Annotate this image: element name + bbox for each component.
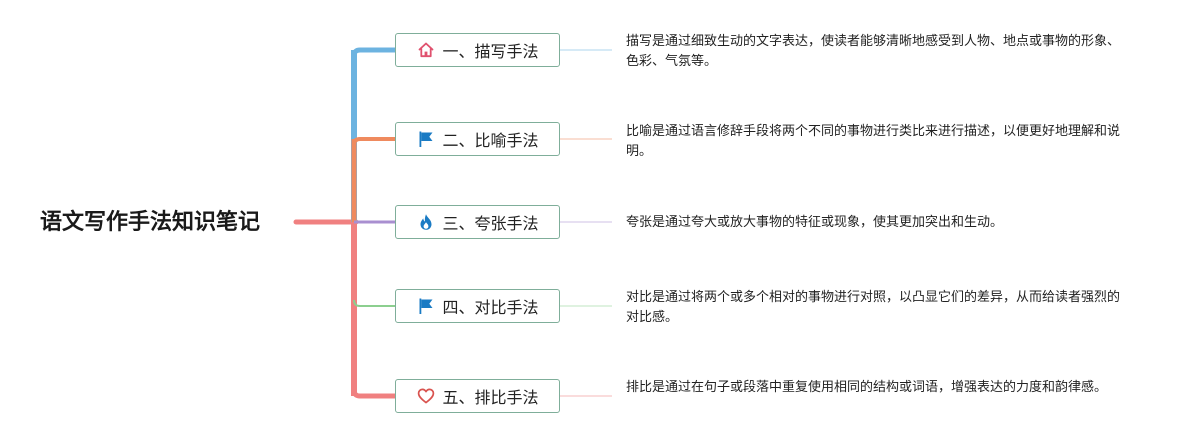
topic-metaphor[interactable]: 二、比喻手法: [395, 122, 560, 156]
branch-line-metaphor: [352, 137, 395, 146]
topic-label: 二、比喻手法: [442, 131, 539, 150]
topic-label: 三、夸张手法: [442, 214, 539, 233]
topic-parallelism[interactable]: 五、排比手法: [395, 379, 560, 413]
branch-line-parallelism: [351, 389, 395, 399]
note-description: 描写是通过细致生动的文字表达，使读者能够清晰地感受到人物、地点或事物的形象、色彩…: [626, 34, 1121, 69]
central-topic[interactable]: 语文写作手法知识笔记: [40, 210, 261, 235]
house-icon: [416, 40, 436, 60]
topic-label: 四、对比手法: [442, 298, 539, 317]
note-parallelism: 排比是通过在句子或段落中重复使用相同的结构或词语，增强表达的力度和韵律感。: [626, 380, 1108, 395]
note-metaphor: 比喻是通过语言修辞手段将两个不同的事物进行类比来进行描述，以便更好地理解和说明。: [626, 124, 1121, 159]
topic-label: 一、描写手法: [442, 42, 539, 61]
note-exaggeration: 夸张是通过夸大或放大事物的特征或现象，使其更加突出和生动。: [626, 215, 1004, 230]
topic-exaggeration[interactable]: 三、夸张手法: [395, 205, 560, 239]
topic-contrast[interactable]: 四、对比手法: [395, 289, 560, 323]
topic-description[interactable]: 一、描写手法: [395, 33, 560, 67]
flag-icon: [416, 129, 436, 149]
fire-icon: [416, 212, 436, 232]
note-contrast: 对比是通过将两个或多个相对的事物进行对照，以凸显它们的差异，从而给读者强烈的对比…: [626, 290, 1121, 325]
flag-icon: [416, 296, 436, 316]
branch-line-contrast: [353, 299, 395, 307]
topic-label: 五、排比手法: [442, 388, 539, 407]
heart-icon: [416, 386, 436, 406]
branch-line-description: [351, 47, 395, 57]
